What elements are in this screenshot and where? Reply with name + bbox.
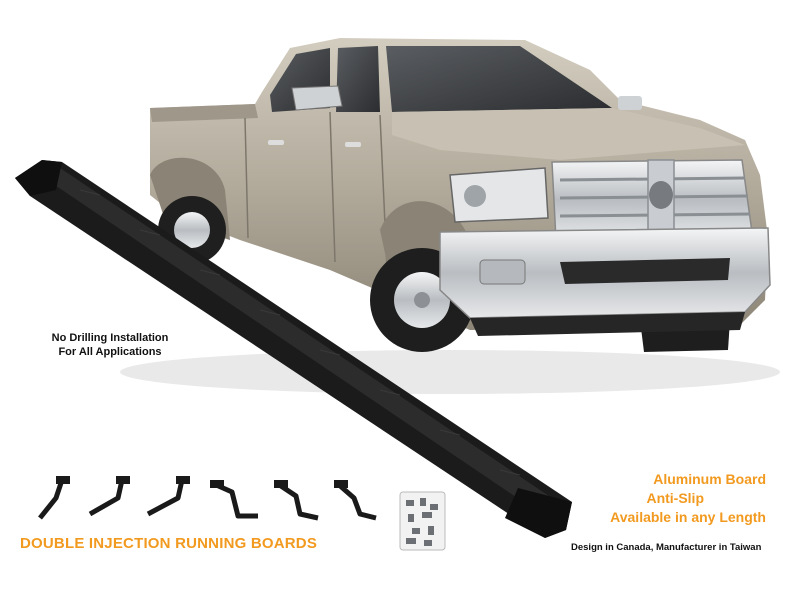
headlight (449, 167, 549, 223)
rear-wheel-rim (174, 212, 210, 248)
product-title: DOUBLE INJECTION RUNNING BOARDS (20, 535, 318, 552)
headlight-lamp (464, 185, 486, 207)
rear-door-handle (268, 140, 284, 145)
bracket-5 (276, 481, 319, 521)
hood (392, 108, 745, 160)
running-board-tread (40, 168, 555, 516)
far-mirror (618, 96, 642, 110)
lower-air-intake (560, 258, 730, 284)
feature-list: Aluminum Board Anti-Slip Available in an… (610, 470, 766, 527)
door-seam-rear (244, 117, 249, 239)
door-seam-mid (329, 111, 336, 263)
feature-aluminum-board: Aluminum Board (653, 471, 766, 487)
ram-badge-icon (649, 181, 673, 209)
tread-pattern (79, 189, 521, 476)
bracket-mount-plates (56, 476, 348, 488)
front-side-window (336, 46, 380, 112)
feature-anti-slip: Anti-Slip (646, 490, 704, 506)
running-board-end-cap-rear (15, 160, 62, 196)
front-door-handle (345, 142, 361, 147)
front-wheel-hub (414, 292, 430, 308)
installation-note-line-2: For All Applications (58, 346, 162, 358)
lower-valance (470, 312, 745, 336)
installation-note-line-1: No Drilling Installation (51, 332, 169, 344)
bracket-4 (212, 481, 258, 519)
running-board (15, 160, 572, 538)
bracket-6 (336, 482, 377, 521)
bracket-3 (146, 479, 185, 517)
running-board-end-cap-front (505, 488, 572, 538)
truck-bed-rail (150, 104, 258, 122)
feature-any-length: Available in any Length (610, 509, 766, 525)
bracket-1 (38, 479, 65, 520)
fog-light (479, 259, 526, 285)
hardware-bag (399, 491, 446, 551)
installation-note: No Drilling Installation For All Applica… (30, 331, 190, 359)
windshield (386, 46, 612, 112)
bracket-2 (88, 479, 125, 517)
side-mirror (291, 85, 343, 111)
origin-note: Design in Canada, Manufacturer in Taiwan (571, 542, 762, 553)
